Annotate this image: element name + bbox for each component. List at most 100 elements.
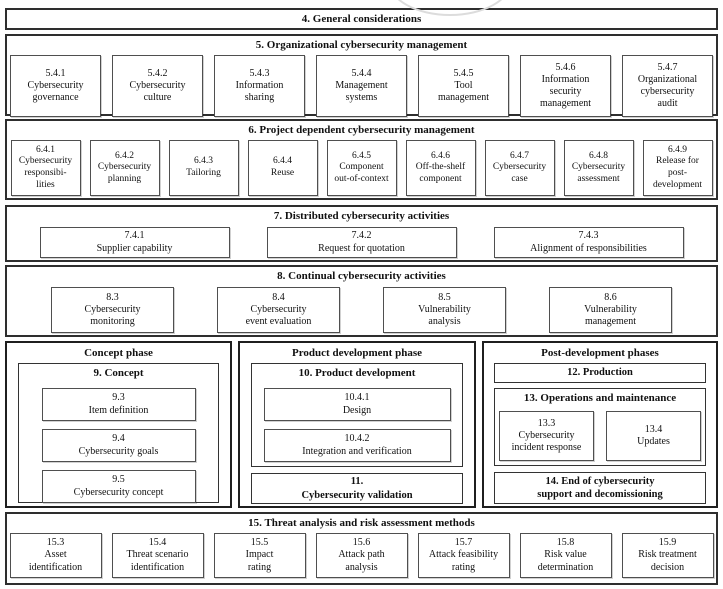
clause-number: 8.6 — [604, 291, 617, 303]
clause-label: Risk treatment decision — [638, 549, 697, 573]
clause-label: Component out-of-context — [334, 162, 389, 184]
section-title: 7. Distributed cybersecurity activities — [273, 210, 450, 222]
clause-label: Request for quotation — [318, 242, 405, 254]
clause-label: Cybersecurity concept — [73, 486, 164, 498]
clause-number: 9.4 — [112, 433, 125, 445]
clause-number: 15.5 — [250, 537, 269, 549]
clause-number: 10.4.1 — [344, 392, 370, 404]
group-title: 13. Operations and maintenance — [523, 392, 677, 404]
clause-number: 7.4.3 — [578, 230, 599, 242]
clause-label: Cybersecurity monitoring — [84, 303, 141, 328]
clause-number: 6.4.9 — [668, 144, 687, 155]
clause-label: Cybersecurity culture — [129, 79, 186, 104]
clause-label: Cybersecurity goals — [78, 445, 159, 457]
phase-title: Product development phase — [292, 347, 422, 359]
clause-label: Vulnerability management — [584, 303, 637, 328]
clause-number: 15.7 — [454, 537, 473, 549]
clause-label: Cybersecurity responsibi- lities — [18, 156, 73, 190]
clause-number: 5.4.1 — [45, 67, 66, 79]
clause-label: Tool management — [437, 79, 490, 104]
clause-label: Risk value determination — [537, 549, 594, 573]
clause-number: 9.3 — [112, 392, 125, 404]
group-title: 10. Product development — [298, 367, 416, 379]
clause-number: 15.3 — [46, 537, 65, 549]
clause-number: 15.8 — [556, 537, 575, 549]
section-title: 5. Organizational cybersecurity manageme… — [255, 39, 468, 51]
clause-number: 13.4 — [644, 423, 663, 435]
clause-number: 15.6 — [352, 537, 371, 549]
clause-label: Information security management — [539, 73, 592, 110]
clause-number: 9.5 — [112, 474, 125, 486]
clause-label: Release for post- development — [652, 156, 703, 190]
clause-label: Attack feasibility rating — [428, 549, 499, 573]
clause-label: Organizational cybersecurity audit — [637, 73, 698, 110]
clause-label: Updates — [637, 436, 670, 447]
clause-number: 5.4.7 — [657, 61, 678, 73]
phase-title: Concept phase — [84, 347, 153, 359]
clause-number: 15.9 — [658, 537, 677, 549]
clause-number: 6.4.7 — [510, 150, 529, 161]
clause-number: 5.4.5 — [453, 67, 474, 79]
clause-number: 6.4.4 — [273, 156, 292, 167]
clause-number: 15.4 — [148, 537, 167, 549]
clause-number: 11. — [350, 476, 364, 488]
clause-label: Supplier capability — [96, 242, 173, 254]
group-title: 12. Production — [567, 367, 633, 379]
end-of-support-box: 14. End of cybersecurity support and dec… — [494, 472, 706, 504]
clause-number: 5.4.3 — [249, 67, 270, 79]
production-box: 12. Production — [494, 363, 706, 383]
section-continual-activities: 8. Continual cybersecurity activities 8.… — [5, 265, 718, 337]
clause-label: Attack path analysis — [338, 549, 385, 573]
clause-label: Asset identification — [28, 549, 83, 573]
clause-label: Management systems — [335, 79, 388, 104]
clause-label: Vulnerability analysis — [418, 303, 471, 328]
clause-label: Cybersecurity validation — [301, 489, 413, 501]
clause-number: 6.4.5 — [352, 150, 371, 161]
section-organizational-management: 5. Organizational cybersecurity manageme… — [5, 34, 718, 117]
post-development-phase-panel: Post-development phases 12. Production 1… — [482, 341, 718, 508]
clause-number: 7.4.1 — [124, 230, 145, 242]
clause-number: 6.4.8 — [589, 150, 608, 161]
clause-number: 7.4.2 — [351, 230, 372, 242]
clause-label: Cybersecurity planning — [97, 162, 152, 184]
clause-number: 8.4 — [272, 291, 285, 303]
section-threat-analysis-risk-assessment: 15. Threat analysis and risk assessment … — [5, 512, 718, 585]
clause-number: 10.4.2 — [344, 433, 370, 445]
group-title: 14. End of cybersecurity support and dec… — [537, 475, 663, 500]
clause-label: Cybersecurity case — [492, 162, 547, 184]
clause-label: Design — [342, 404, 372, 416]
clause-label: Item definition — [88, 404, 149, 416]
clause-number: 6.4.3 — [194, 156, 213, 167]
